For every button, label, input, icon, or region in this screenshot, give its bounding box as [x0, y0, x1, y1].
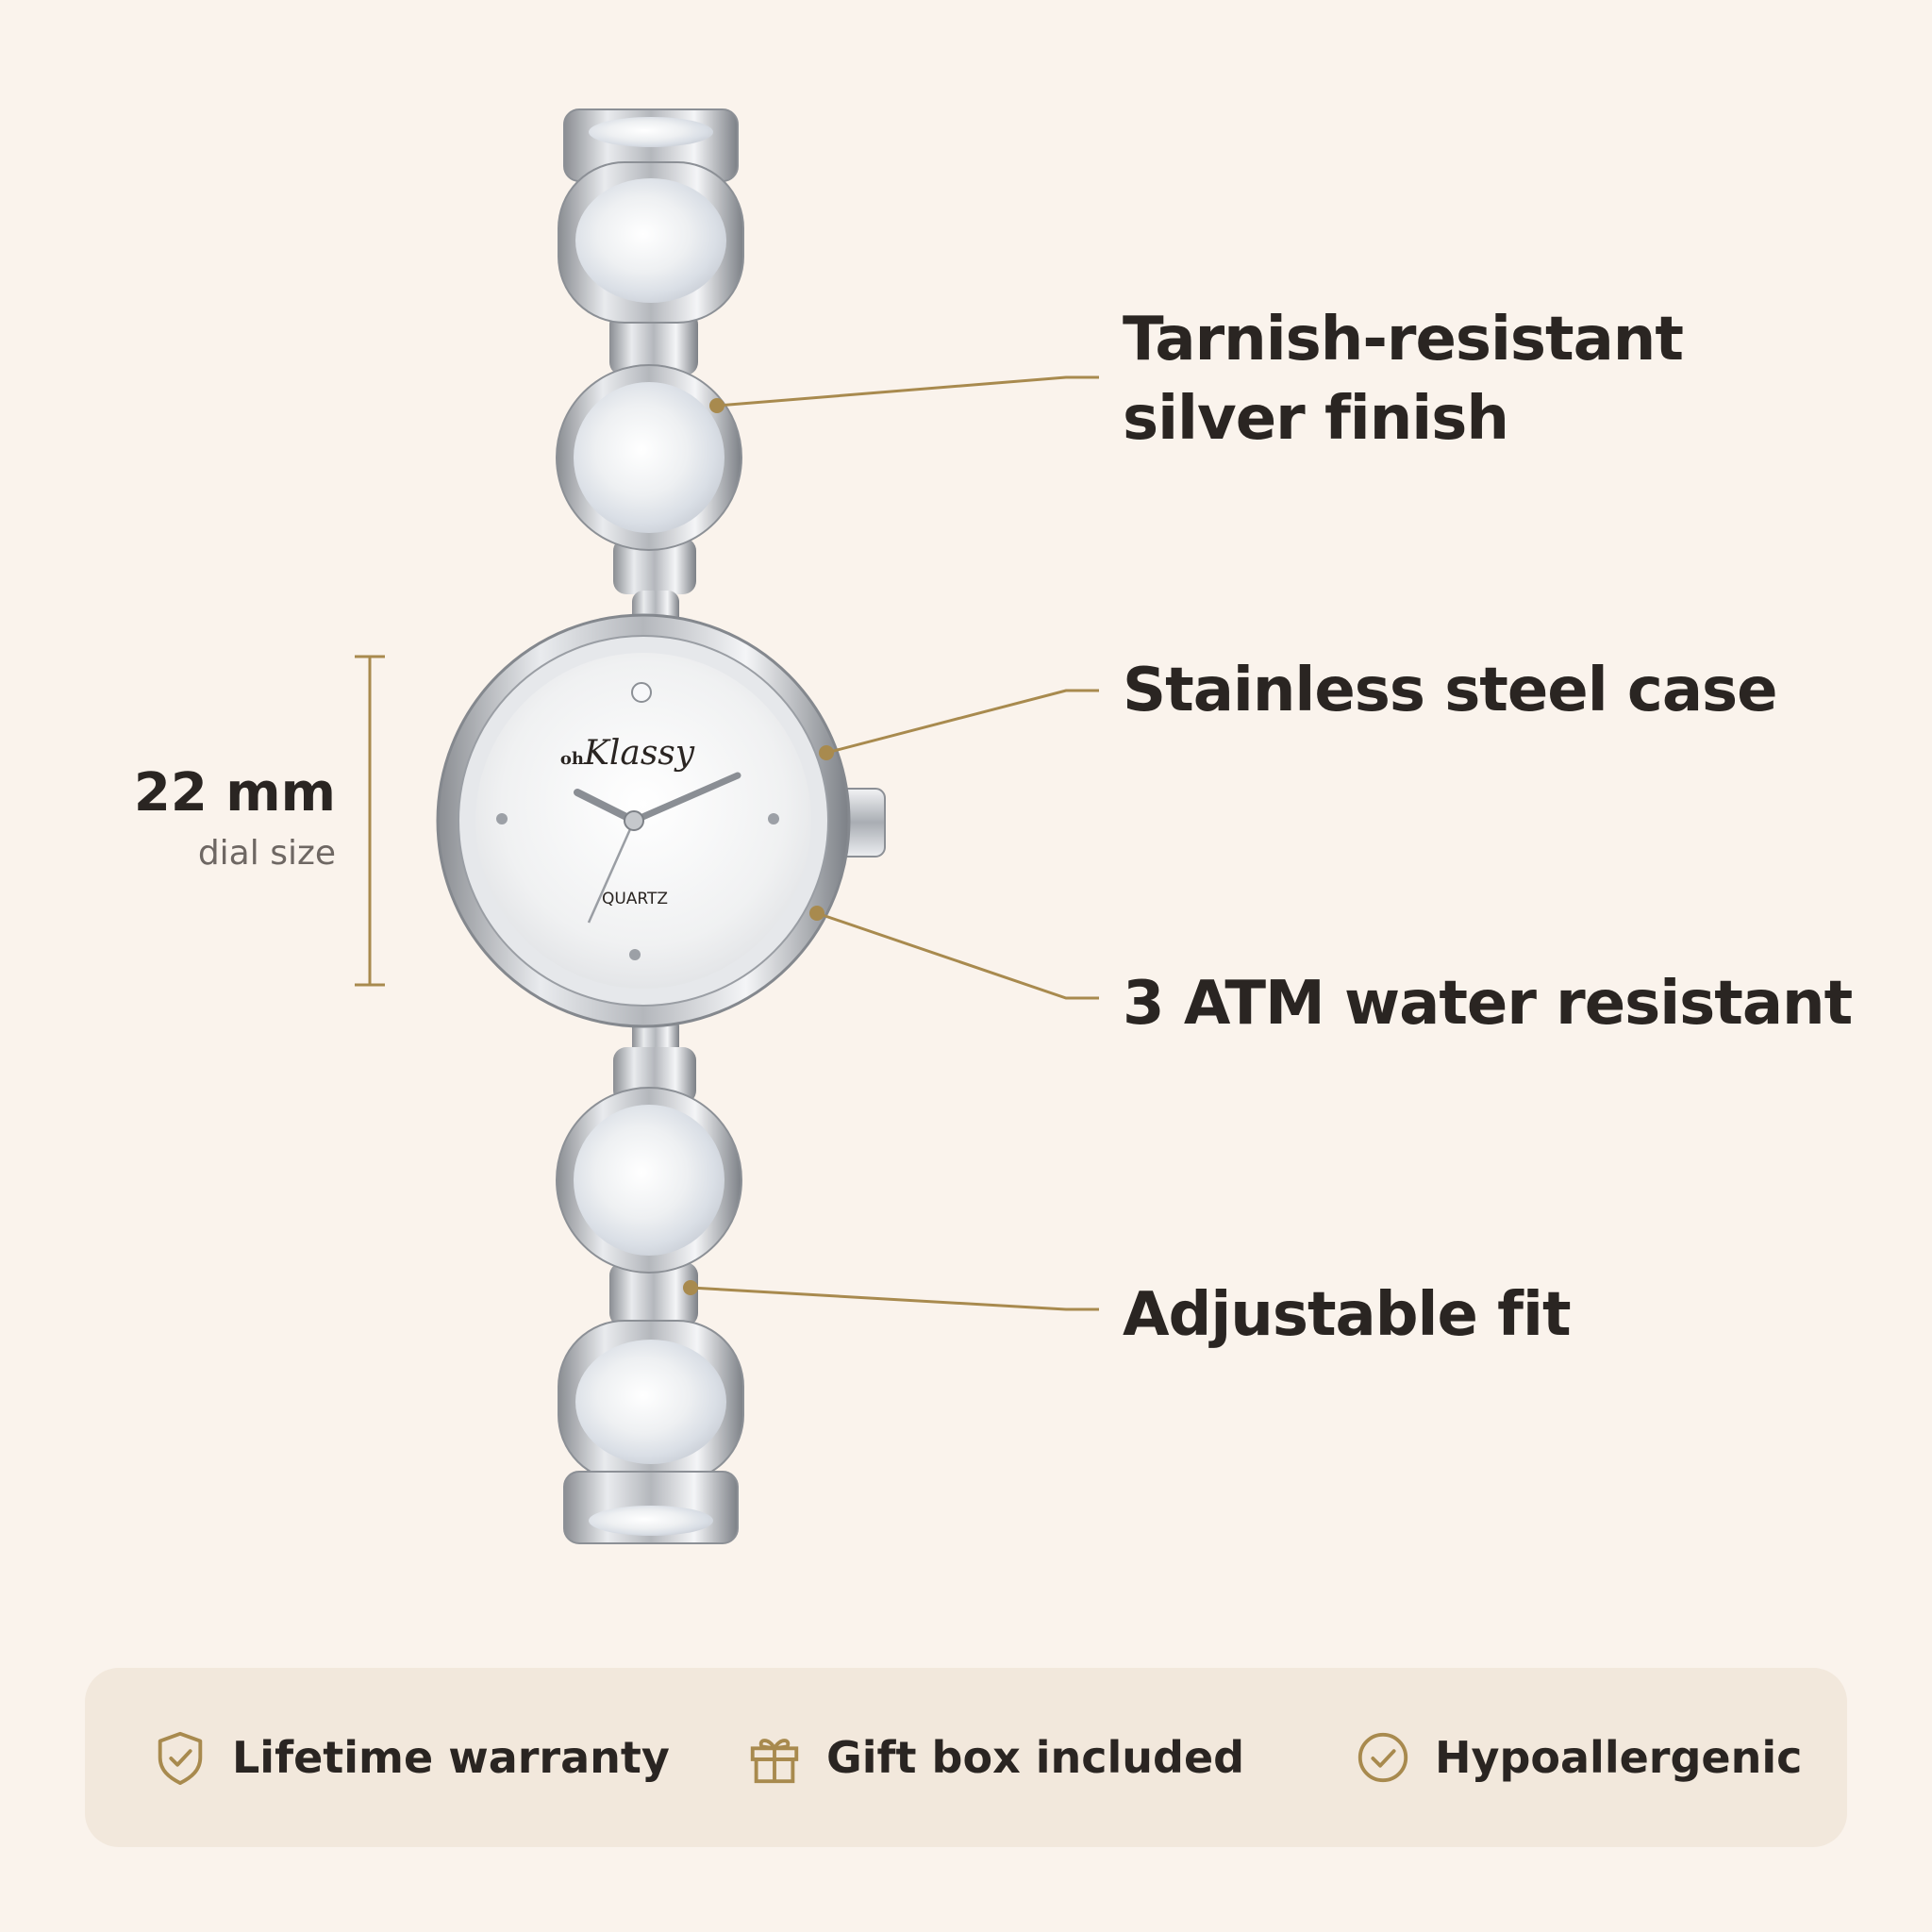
second-hand — [587, 820, 636, 924]
benefits-bar: Lifetime warranty Gift box included Hypo… — [85, 1668, 1847, 1847]
callout-dot — [809, 906, 824, 921]
badge-label: Lifetime warranty — [232, 1732, 670, 1783]
badge-label: Hypoallergenic — [1435, 1732, 1803, 1783]
dimension-bracket — [355, 655, 385, 987]
movement-label: QUARTZ — [602, 890, 668, 908]
callout-dot — [683, 1280, 698, 1295]
shield-check-icon — [158, 1731, 203, 1786]
badge-gift-box: Gift box included — [745, 1668, 1244, 1847]
minute-hand — [630, 772, 741, 824]
bracelet — [556, 108, 744, 1544]
check-circle-icon — [1357, 1732, 1408, 1783]
gift-icon — [750, 1739, 799, 1784]
hour-hand — [574, 789, 638, 824]
feature-finish: Tarnish-resistant silver finish — [1123, 305, 1684, 454]
dial-size-value: 22 mm — [133, 762, 336, 824]
badge-warranty: Lifetime warranty — [151, 1668, 670, 1847]
callout-dot — [819, 745, 834, 760]
feature-water-resistance: 3 ATM water resistant — [1123, 969, 1853, 1039]
watch-case: ohKlassy QUARTZ — [436, 613, 886, 1028]
brand-logo: ohKlassy — [560, 734, 695, 773]
badge-hypoallergenic: Hypoallergenic — [1354, 1668, 1802, 1847]
feature-case: Stainless steel case — [1123, 656, 1778, 725]
dial-size-label: dial size — [197, 834, 336, 873]
callout-leaders — [690, 375, 1099, 1311]
callout-dot — [709, 398, 724, 413]
badge-label: Gift box included — [826, 1732, 1245, 1783]
feature-fit: Adjustable fit — [1123, 1280, 1572, 1350]
crystal-marker — [631, 682, 652, 703]
